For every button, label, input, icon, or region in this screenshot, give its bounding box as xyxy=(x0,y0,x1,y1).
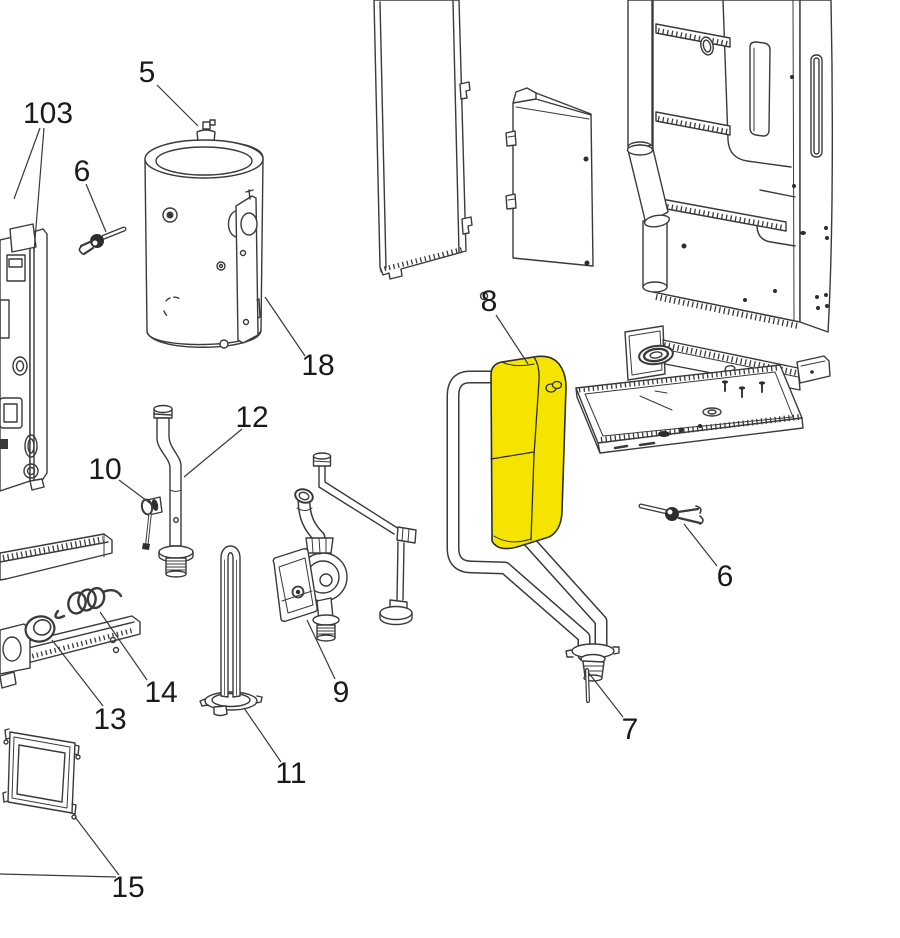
left-shelf-bracket-drawing xyxy=(0,533,113,581)
part-12-pipe-drawing xyxy=(153,404,194,578)
callout-12[interactable]: 12 xyxy=(183,401,269,478)
svg-text:10: 10 xyxy=(88,453,121,486)
svg-text:11: 11 xyxy=(275,757,306,790)
middle-access-panel-drawing xyxy=(505,87,594,267)
callout-9[interactable]: 9 xyxy=(306,619,350,709)
part-6-sensor-left-drawing xyxy=(78,226,127,256)
svg-text:13: 13 xyxy=(93,703,126,736)
svg-text:7: 7 xyxy=(622,713,639,746)
callout-11[interactable]: 11 xyxy=(243,707,307,790)
callout-18[interactable]: 18 xyxy=(264,296,335,382)
callout-103[interactable]: 103 xyxy=(13,97,73,253)
part-9-pump-drawing xyxy=(272,488,348,642)
svg-text:12: 12 xyxy=(235,401,268,434)
callout-layer: 103 5 6 18 12 10 8 6 7 9 11 14 13 15 xyxy=(0,56,733,904)
svg-text:5: 5 xyxy=(139,56,156,89)
part-13-bracket-drawing xyxy=(0,615,141,689)
callout-10[interactable]: 10 xyxy=(88,453,152,505)
callout-6[interactable]: 6 xyxy=(683,523,734,593)
part-11-heating-element-drawing xyxy=(199,545,263,717)
part-8-heat-exchanger-highlight[interactable] xyxy=(490,355,567,550)
tall-side-panel-drawing xyxy=(373,0,473,280)
callout-7[interactable]: 7 xyxy=(587,671,639,746)
condensate-tray-drawing xyxy=(575,364,804,454)
callout-8[interactable]: 8 xyxy=(481,285,529,365)
callout-14[interactable]: 14 xyxy=(99,611,178,709)
rear-panel-assembly-drawing xyxy=(626,0,834,333)
svg-text:9: 9 xyxy=(333,676,350,709)
callout-13[interactable]: 13 xyxy=(51,639,127,736)
part-10-valve-drawing xyxy=(140,496,163,550)
part-6-sensor-right-drawing xyxy=(638,503,704,525)
part-103-control-panel-drawing xyxy=(0,223,48,492)
callout-6[interactable]: 6 xyxy=(74,155,107,233)
callout-15[interactable]: 15 xyxy=(0,816,145,904)
part-14-coil-spring-drawing xyxy=(54,586,123,619)
callout-5[interactable]: 5 xyxy=(139,56,199,127)
svg-text:103: 103 xyxy=(23,97,73,130)
part-7-pipe-drawing xyxy=(446,370,620,703)
svg-text:15: 15 xyxy=(111,871,144,904)
svg-text:6: 6 xyxy=(717,560,734,593)
svg-text:8: 8 xyxy=(481,285,498,318)
svg-text:6: 6 xyxy=(74,155,91,188)
svg-text:14: 14 xyxy=(144,676,177,709)
part-15-inspection-frame-drawing xyxy=(2,728,81,820)
part-18-tank-drawing xyxy=(144,119,264,349)
svg-text:18: 18 xyxy=(301,349,334,382)
pump-outlet-pipe-drawing xyxy=(312,452,417,626)
small-hole-drawing xyxy=(479,291,489,301)
